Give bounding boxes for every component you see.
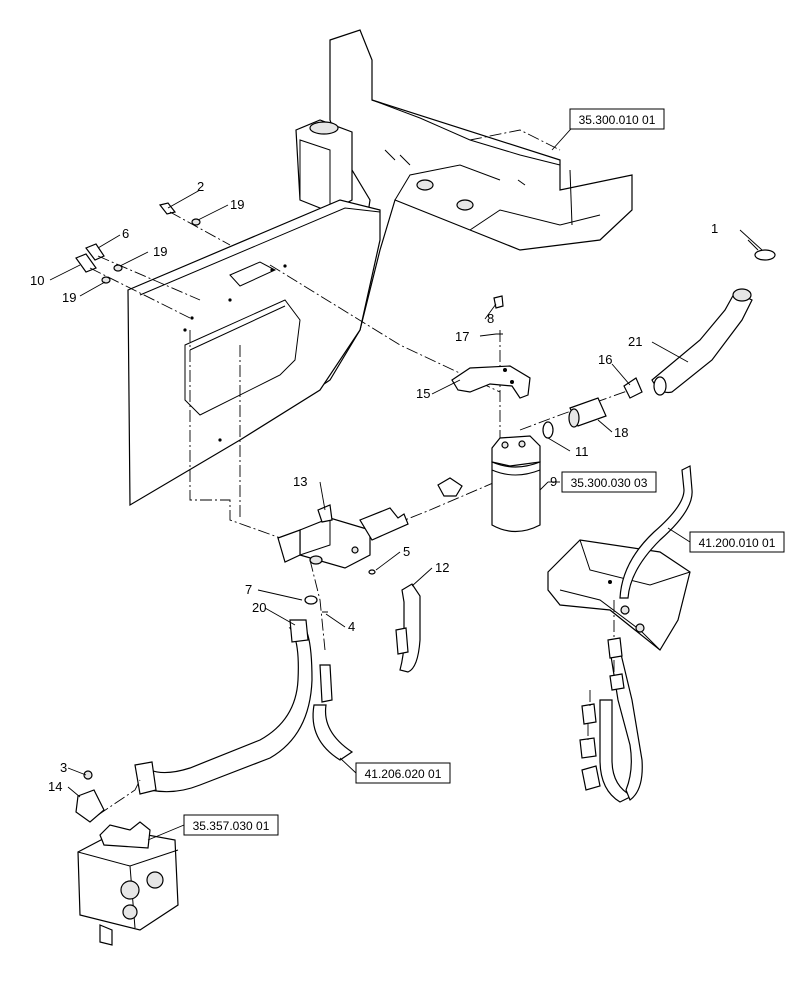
washer-19-mid xyxy=(113,264,123,272)
bolt-10 xyxy=(75,253,191,319)
callout-16: 16 xyxy=(598,352,612,367)
ref-filter-label: 35.300.030 03 xyxy=(571,476,648,490)
callout-10: 10 xyxy=(30,273,44,288)
mounting-plate xyxy=(127,199,381,507)
callout-13: 13 xyxy=(293,474,307,489)
bolt-6 xyxy=(85,243,201,301)
ref-hose-label: 41.206.020 01 xyxy=(365,767,442,781)
callout-15: 15 xyxy=(416,386,430,401)
pressure-switch-18 xyxy=(568,397,607,428)
callout-5: 5 xyxy=(403,544,410,559)
washer-19-low xyxy=(101,276,111,284)
steering-fittings xyxy=(579,600,625,791)
callout-2: 2 xyxy=(197,179,204,194)
fitting-14 xyxy=(75,789,105,823)
ref-steering-label: 41.200.010 01 xyxy=(699,536,776,550)
callout-17: 17 xyxy=(455,329,469,344)
callout-3: 3 xyxy=(60,760,67,775)
return-hose xyxy=(312,664,354,761)
callout-6: 6 xyxy=(122,226,129,241)
callout-19b: 19 xyxy=(153,244,167,259)
steering-mount xyxy=(547,539,691,651)
filter-inlet-fitting xyxy=(437,477,463,497)
callout-4: 4 xyxy=(348,619,355,634)
manifold-block-13 xyxy=(277,504,409,569)
filter-bracket-15 xyxy=(451,365,531,399)
hose-20 xyxy=(134,619,313,795)
callout-20: 20 xyxy=(252,600,266,615)
bolt-2 xyxy=(158,202,231,246)
callout-1: 1 xyxy=(711,221,718,236)
clamp-1 xyxy=(747,239,776,261)
callout-11: 11 xyxy=(575,444,589,459)
washer-19-top xyxy=(191,218,201,226)
ref-chassis-label: 35.300.010 01 xyxy=(579,113,656,127)
ref-box-valve[interactable]: 35.357.030 01 xyxy=(183,814,279,836)
suction-hose-21 xyxy=(651,288,753,396)
plug-3 xyxy=(83,770,93,780)
ref-box-hose[interactable]: 41.206.020 01 xyxy=(355,762,451,784)
chassis-body xyxy=(299,29,633,401)
oring-7 xyxy=(304,595,318,605)
hose-12 xyxy=(395,583,421,673)
ref-valve-label: 35.357.030 01 xyxy=(193,819,270,833)
callout-19c: 19 xyxy=(62,290,76,305)
filter-canister-9 xyxy=(491,461,541,533)
leader-lines xyxy=(49,120,763,841)
callout-19a: 19 xyxy=(230,197,244,212)
callout-12: 12 xyxy=(435,560,449,575)
filter-head xyxy=(491,435,541,467)
callout-8: 8 xyxy=(487,311,494,326)
callout-9: 9 xyxy=(550,474,557,489)
ref-box-chassis[interactable]: 35.300.010 01 xyxy=(569,108,665,130)
oring-11 xyxy=(542,421,554,439)
callout-21: 21 xyxy=(628,334,642,349)
callout-14: 14 xyxy=(48,779,62,794)
callout-7: 7 xyxy=(245,582,252,597)
valve-block xyxy=(77,821,179,946)
bolt-8 xyxy=(493,295,504,309)
oring-5 xyxy=(368,569,376,575)
ref-box-filter[interactable]: 35.300.030 03 xyxy=(561,471,657,493)
ref-box-steering[interactable]: 41.200.010 01 xyxy=(689,531,785,553)
callout-18: 18 xyxy=(614,425,628,440)
mount-post xyxy=(295,119,353,213)
